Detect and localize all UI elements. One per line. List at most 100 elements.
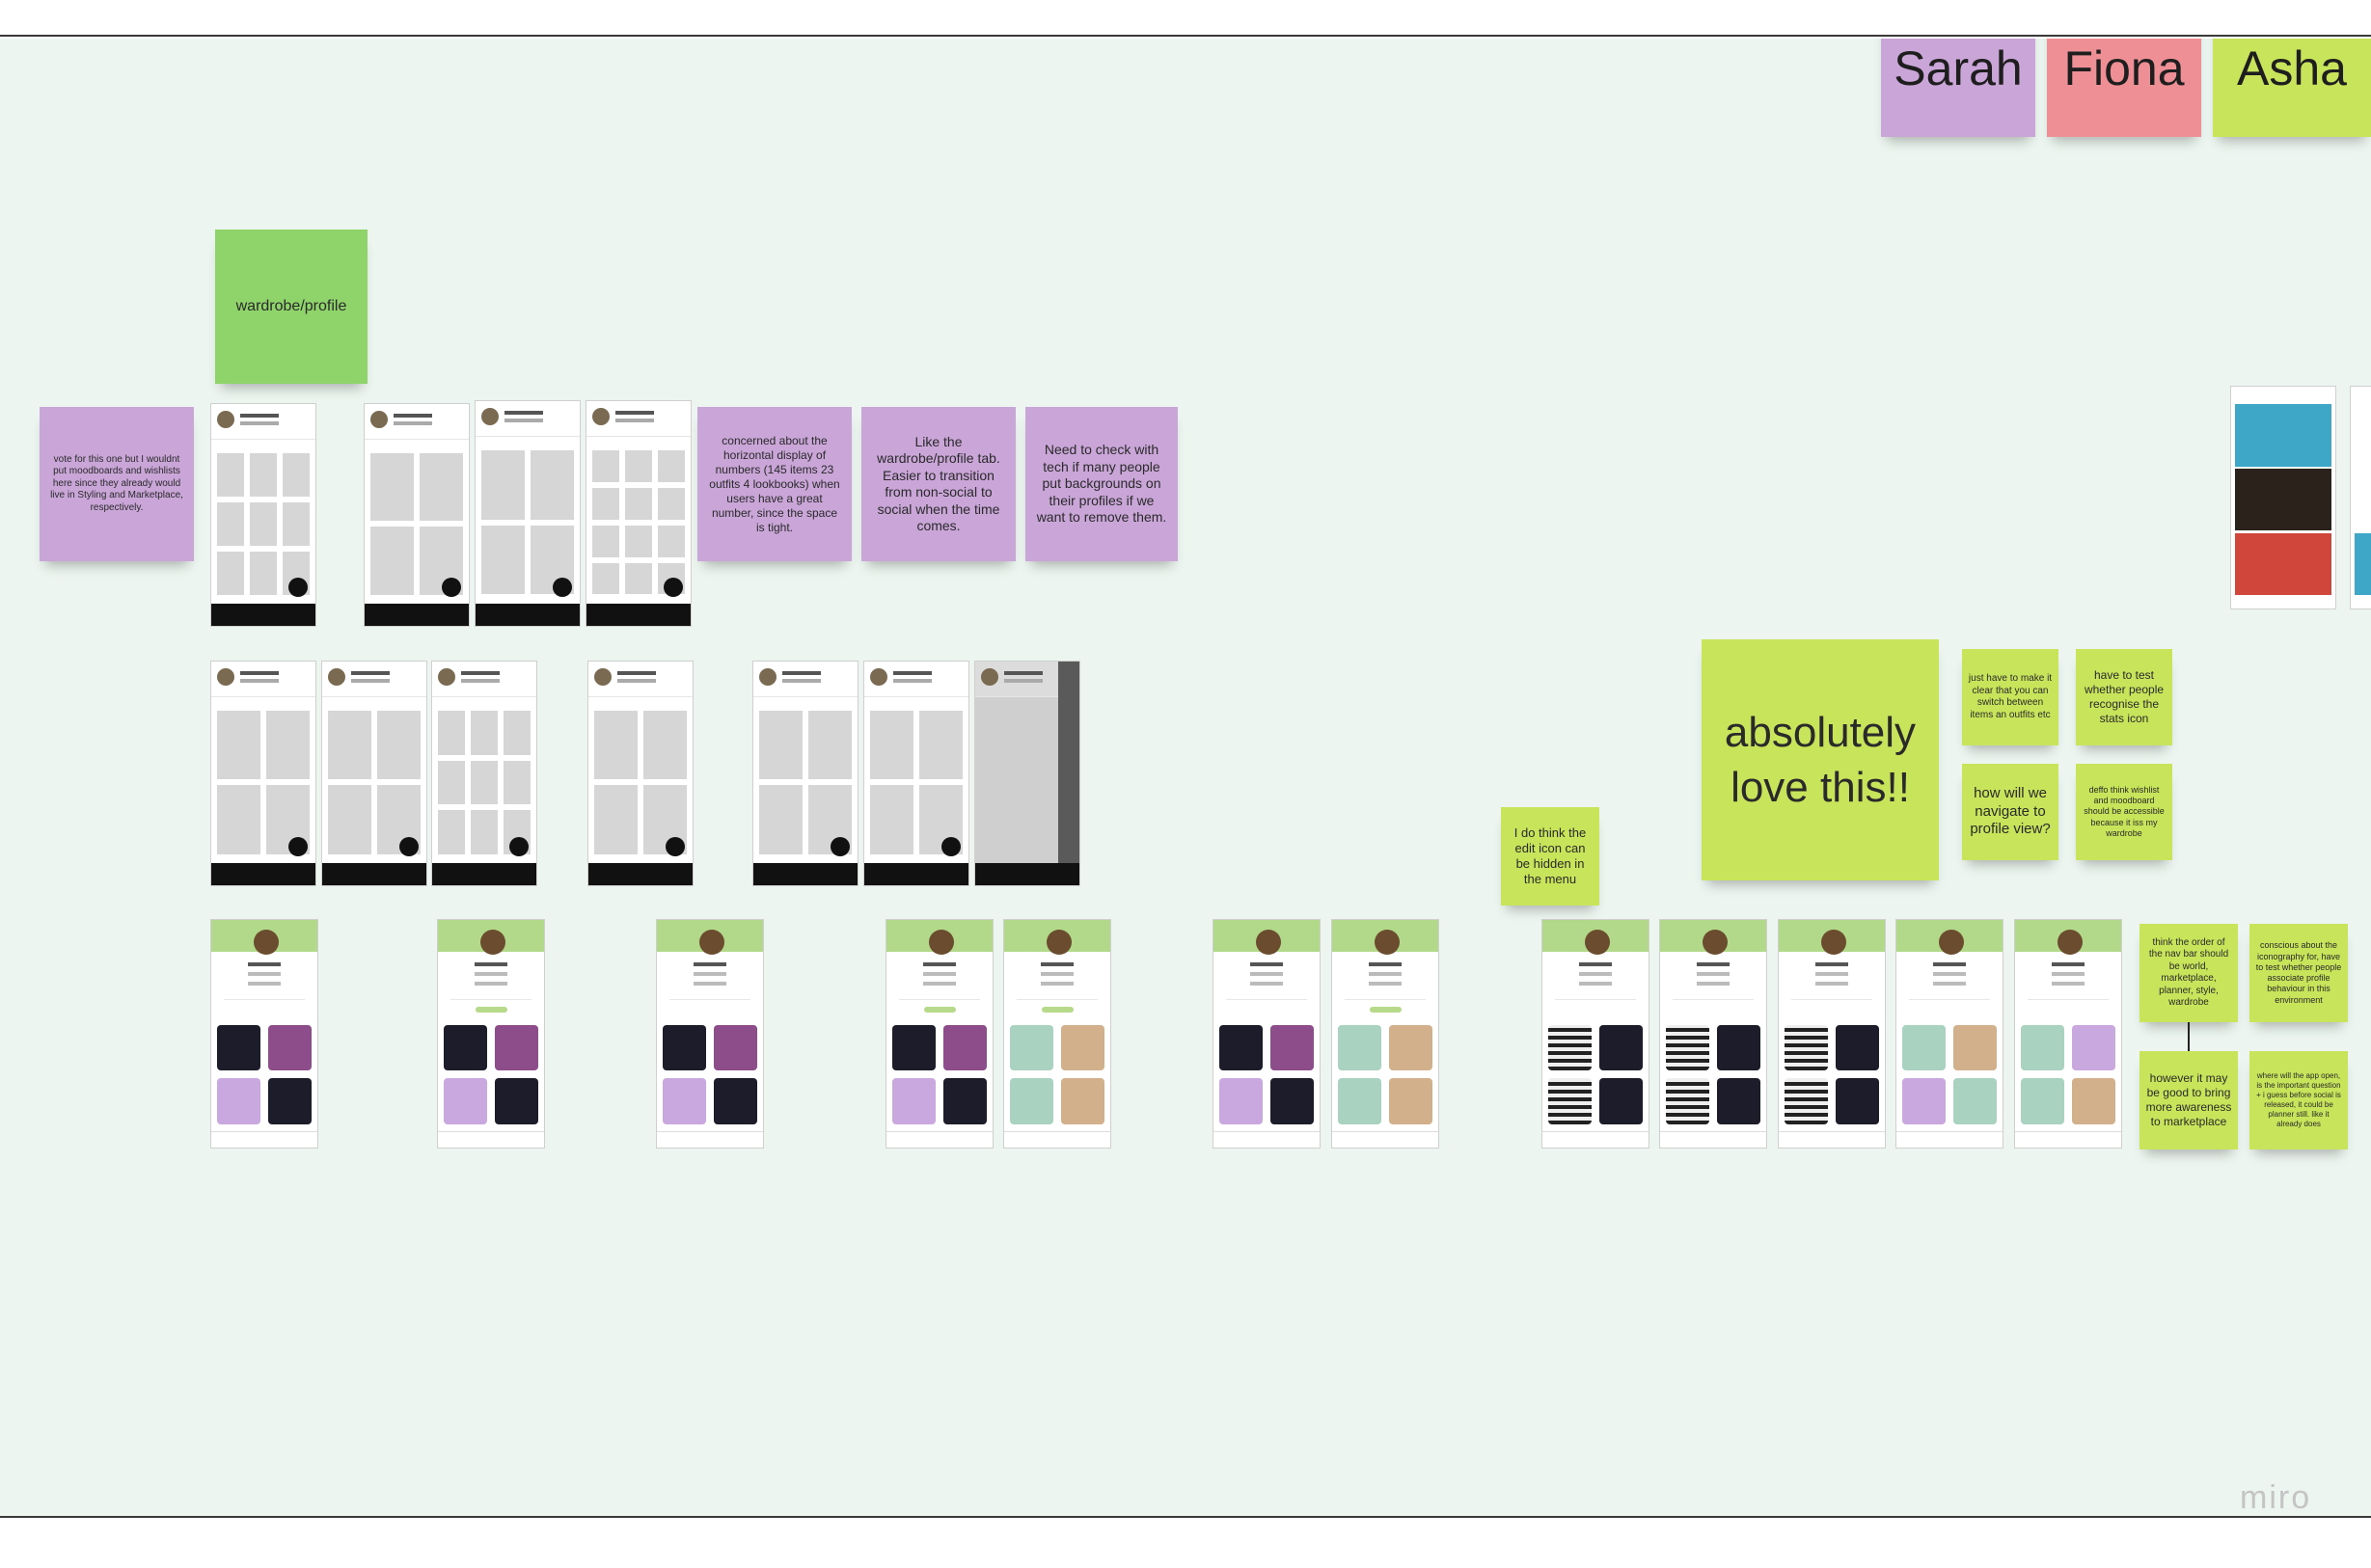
add-button-icon [399, 836, 419, 856]
add-button-icon [509, 836, 529, 856]
note-text: absolutely love this!! [1724, 708, 1917, 811]
bottom-nav-bar [438, 1131, 544, 1148]
sticky-note-vote[interactable]: vote for this one but I wouldnt put mood… [40, 407, 194, 561]
edit-profile-button [923, 1006, 956, 1013]
add-button-icon [553, 577, 572, 597]
participant-tag-fiona[interactable]: Fiona [2047, 39, 2201, 137]
profile-cover [211, 920, 317, 956]
note-text: concerned about the horizontal display o… [709, 433, 840, 534]
profile-header [476, 401, 580, 438]
sticky-note-concerned[interactable]: concerned about the horizontal display o… [697, 407, 852, 561]
participant-tag-asha[interactable]: Asha [2213, 39, 2371, 137]
bottom-nav-bar [476, 603, 580, 626]
sticky-note-iconography[interactable]: conscious about the iconography for, hav… [2249, 924, 2348, 1022]
bottom-nav-bar [1213, 1131, 1320, 1148]
wireframe-screen[interactable] [431, 661, 537, 886]
note-text: vote for this one but I wouldnt put mood… [50, 453, 183, 513]
profile-info [1909, 959, 1990, 1000]
note-text: think the order of the nav bar should be… [2148, 936, 2229, 1009]
profile-cover [1332, 920, 1438, 956]
profile-mockup-screen[interactable] [1331, 919, 1439, 1149]
bottom-nav-bar [588, 862, 693, 885]
sticky-note-tech[interactable]: Need to check with tech if many people p… [1025, 407, 1178, 561]
bottom-nav-bar [1779, 1131, 1885, 1148]
profile-cover [1896, 920, 2003, 956]
wireframe-screen[interactable] [586, 400, 692, 627]
profile-mockup-screen[interactable] [437, 919, 545, 1149]
sticky-note-love[interactable]: absolutely love this!! [1702, 639, 1939, 880]
wireframe-screen[interactable] [475, 400, 581, 627]
profile-cover [1660, 920, 1766, 956]
profile-mockup-screen[interactable] [1659, 919, 1767, 1149]
participant-name: Sarah [1894, 41, 2023, 95]
sticky-note-wishlist[interactable]: deffo think wishlist and moodboard shoul… [2076, 764, 2172, 860]
photo-feed-screen[interactable] [2230, 386, 2336, 609]
edit-profile-button [1041, 1006, 1074, 1013]
profile-mockup-screen[interactable] [2014, 919, 2122, 1149]
wireframe-screen[interactable] [210, 661, 316, 886]
sticky-note-switch[interactable]: just have to make it clear that you can … [1962, 649, 2058, 745]
content-grid [594, 711, 687, 854]
note-text: Like the wardrobe/profile tab. Easier to… [877, 433, 1000, 534]
sticky-note-like[interactable]: Like the wardrobe/profile tab. Easier to… [861, 407, 1016, 561]
profile-cover [886, 920, 993, 956]
bottom-nav-bar [211, 862, 315, 885]
content-grid [217, 452, 310, 595]
sticky-note-marketplace[interactable]: however it may be good to bring more awa… [2139, 1051, 2238, 1149]
wireframe-screen-menu-open[interactable] [974, 661, 1080, 886]
wardrobe-items [1338, 1024, 1432, 1125]
content-grid [438, 711, 531, 854]
wireframe-screen[interactable] [321, 661, 427, 886]
bottom-nav-bar [322, 862, 426, 885]
edit-profile-button [1369, 1006, 1402, 1013]
profile-header [588, 662, 693, 698]
profile-mockup-screen[interactable] [886, 919, 994, 1149]
note-text: I do think the edit icon can be hidden i… [1513, 825, 1587, 887]
add-button-icon [442, 578, 461, 598]
bottom-nav-bar [1660, 1131, 1766, 1148]
sticky-note-edit-icon[interactable]: I do think the edit icon can be hidden i… [1501, 807, 1599, 906]
profile-mockup-screen[interactable] [1778, 919, 1886, 1149]
profile-info [1226, 959, 1307, 1000]
profile-cover [1004, 920, 1110, 956]
wireframe-screen[interactable] [863, 661, 969, 886]
participant-tag-sarah[interactable]: Sarah [1881, 39, 2035, 137]
bottom-nav-bar [365, 604, 469, 626]
wireframe-screen[interactable] [364, 403, 470, 627]
profile-info [1673, 959, 1754, 1000]
wireframe-screen[interactable] [587, 661, 694, 886]
sticky-note-nav-order[interactable]: think the order of the nav bar should be… [2139, 924, 2238, 1022]
profile-cover [657, 920, 763, 956]
miro-logo: miro [2240, 1479, 2312, 1516]
profile-cover [2015, 920, 2121, 956]
wireframe-screen[interactable] [752, 661, 858, 886]
sticky-note-navigate[interactable]: how will we navigate to profile view? [1962, 764, 2058, 860]
photo-feed-screen[interactable] [2350, 386, 2371, 609]
section-label-note[interactable]: wardrobe/profile [215, 230, 368, 384]
content-grid [328, 711, 421, 854]
profile-mockup-screen[interactable] [1895, 919, 2003, 1149]
sticky-note-app-open[interactable]: where will the app open, is the importan… [2249, 1051, 2348, 1149]
wardrobe-items [892, 1024, 987, 1125]
add-button-icon [666, 836, 685, 856]
bottom-nav-bar [1896, 1131, 2003, 1148]
whiteboard-canvas[interactable]: Sarah Fiona Asha wardrobe/profile vote f… [0, 39, 2371, 1516]
content-grid [370, 452, 463, 595]
profile-mockup-screen[interactable] [1213, 919, 1321, 1149]
feed-photo [2355, 532, 2371, 596]
add-button-icon [664, 577, 683, 597]
bottom-nav-bar [864, 862, 968, 885]
profile-header [432, 662, 536, 698]
feed-photo [2235, 469, 2331, 531]
sticky-note-stats[interactable]: have to test whether people recognise th… [2076, 649, 2172, 745]
profile-header [753, 662, 858, 698]
profile-info [1017, 959, 1098, 1000]
wireframe-screen[interactable] [210, 403, 316, 627]
profile-header [365, 404, 469, 440]
profile-mockup-screen[interactable] [210, 919, 318, 1149]
board-bottom-bar [0, 1516, 2371, 1568]
profile-mockup-screen[interactable] [656, 919, 764, 1149]
profile-mockup-screen[interactable] [1541, 919, 1649, 1149]
bottom-nav-bar [211, 1131, 317, 1148]
profile-mockup-screen[interactable] [1003, 919, 1111, 1149]
